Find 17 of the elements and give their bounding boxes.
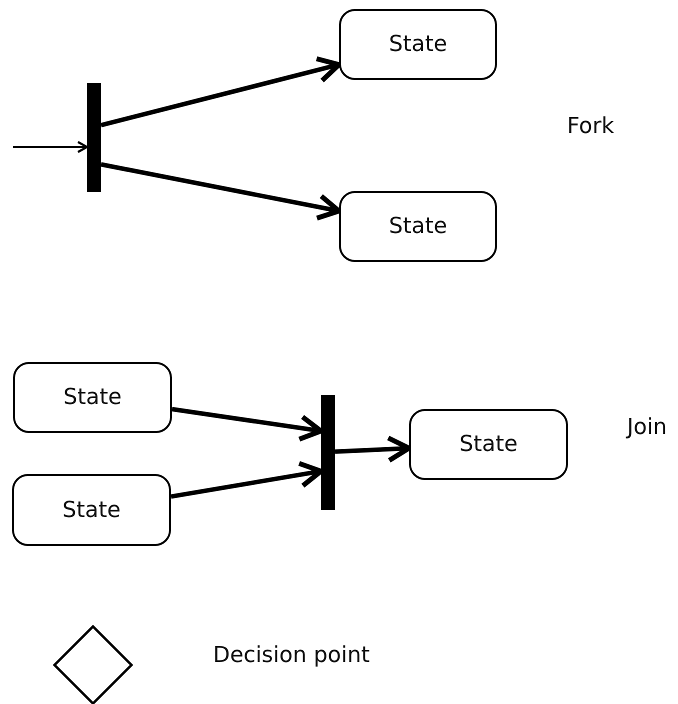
state-box: State (339, 9, 497, 80)
state-box: State (13, 362, 172, 433)
arrow (100, 162, 342, 221)
arrow (100, 56, 342, 128)
arrow (170, 461, 324, 499)
node-caption: Decision point (213, 643, 370, 668)
state-box: State (12, 474, 171, 546)
arrow (13, 140, 88, 154)
section-label: Join (627, 415, 668, 440)
synchronization-bar (87, 83, 101, 192)
section-label: Fork (567, 114, 614, 139)
synchronization-bar (321, 395, 335, 510)
arrow (172, 406, 324, 442)
state-box: State (339, 191, 497, 262)
arrow (334, 435, 412, 463)
state-box: State (409, 409, 568, 480)
decision-diamond (53, 625, 133, 704)
